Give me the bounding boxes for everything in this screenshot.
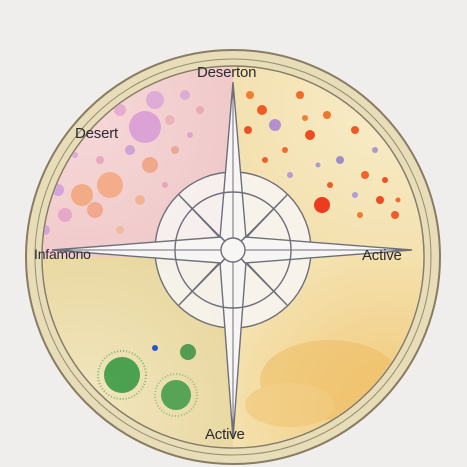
label-right: Active [362, 247, 402, 264]
desert-particles [43, 90, 204, 235]
label-top: Deserton [197, 64, 257, 81]
compass-rose-icon [51, 81, 413, 439]
label-upper-left: Desert [75, 125, 118, 142]
label-bottom: Active [205, 426, 245, 443]
active-particles [244, 91, 401, 219]
inflammation-particles [97, 344, 198, 417]
label-left: Infamono [34, 246, 91, 262]
